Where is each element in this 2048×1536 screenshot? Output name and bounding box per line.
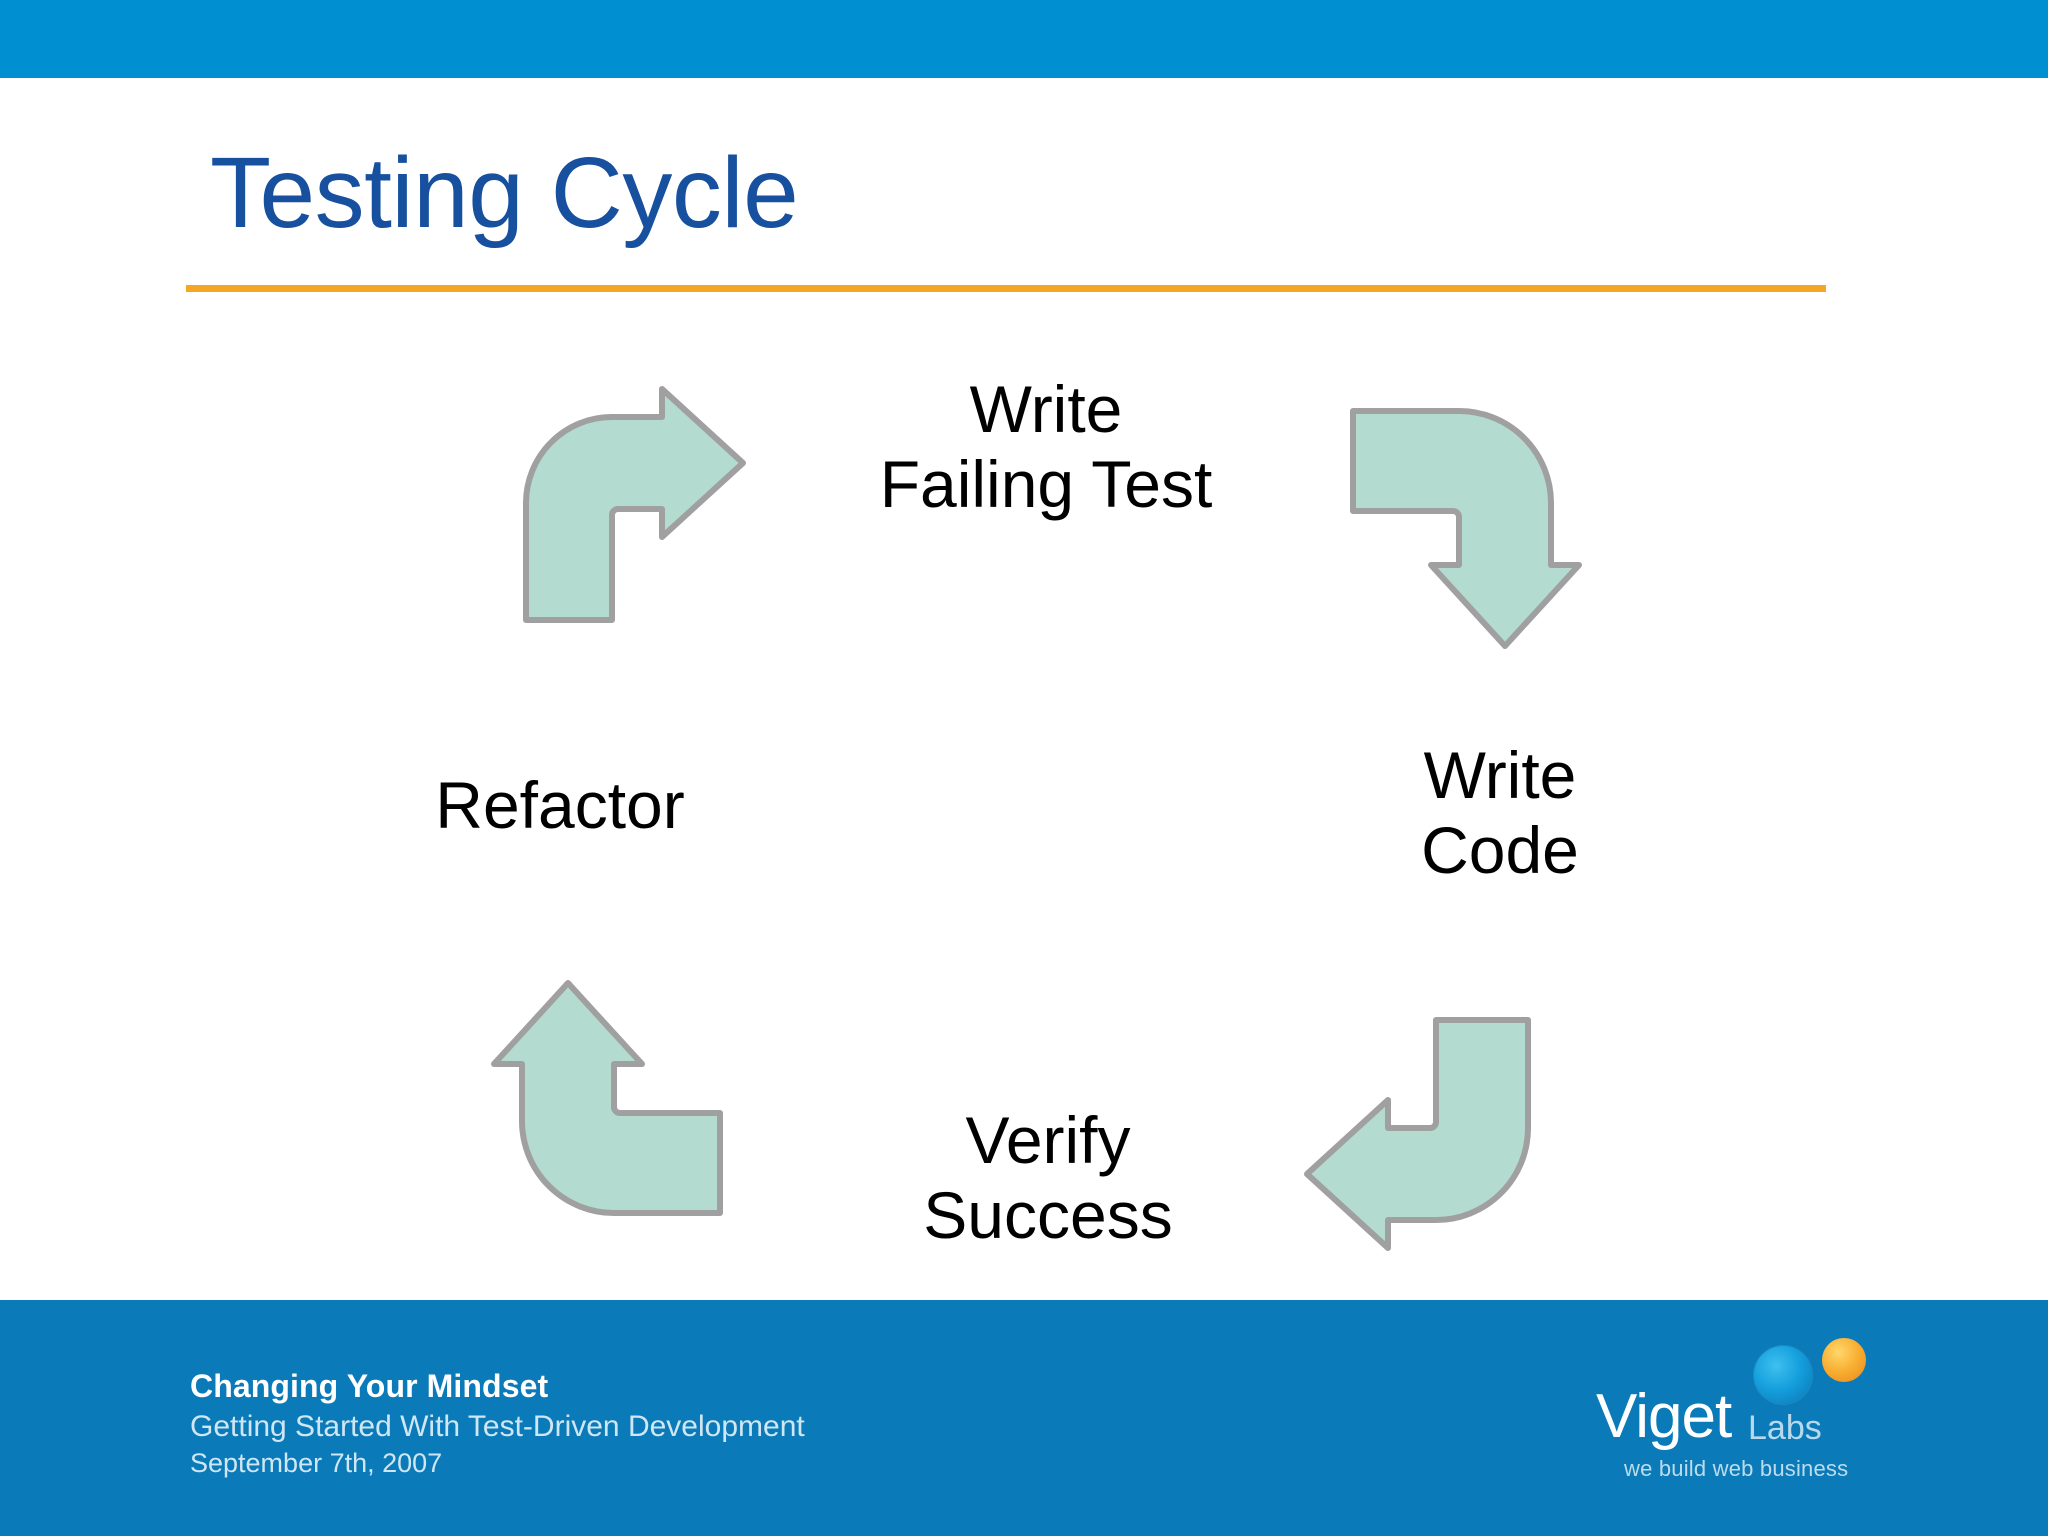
page-title: Testing Cycle	[210, 137, 799, 249]
footer-subtitle: Getting Started With Test-Driven Develop…	[190, 1409, 805, 1443]
cycle-step-write-code: Write Code	[1421, 738, 1579, 888]
title-divider-rule	[186, 285, 1826, 292]
logo-blue-sphere-icon	[1753, 1345, 1813, 1405]
cycle-step-write-failing-test: Write Failing Test	[879, 372, 1213, 522]
arrow-left-then-up-icon	[490, 970, 723, 1220]
footer-date: September 7th, 2007	[190, 1447, 443, 1478]
logo-tagline: we build web business	[1624, 1456, 1849, 1481]
arrow-up-then-right-icon	[520, 385, 750, 623]
footer-text-block: Changing Your Mindset Getting Started Wi…	[190, 1368, 1290, 1479]
viget-labs-logo: Viget Labs we build web business	[1590, 1338, 1866, 1498]
logo-labs-text: Labs	[1748, 1409, 1822, 1447]
footer-band	[0, 1300, 2048, 1536]
cycle-step-verify-success: Verify Success	[923, 1103, 1173, 1253]
footer-title: Changing Your Mindset	[190, 1368, 549, 1404]
cycle-step-refactor: Refactor	[435, 768, 685, 842]
arrow-down-then-left-icon	[1300, 1017, 1540, 1251]
logo-wordmark: Viget	[1596, 1382, 1732, 1451]
top-accent-band	[0, 0, 2048, 78]
arrow-right-then-down-icon	[1350, 405, 1582, 655]
testing-cycle-diagram: Write Failing Test Write Code Verify Suc…	[0, 330, 2048, 1270]
logo-orange-sphere-icon	[1822, 1338, 1866, 1382]
